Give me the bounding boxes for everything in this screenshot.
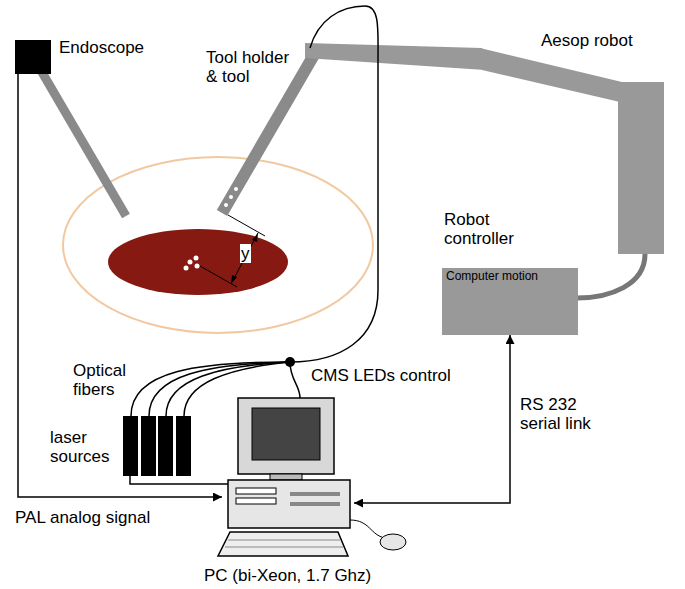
node-heading: Robot controller	[444, 210, 536, 248]
controller-box: Robot controllerComputer motion	[442, 268, 578, 335]
endoscope-rod	[36, 62, 126, 216]
robot-column	[618, 82, 664, 254]
signal-connector	[18, 74, 222, 497]
fiber-label: Optical fibers	[73, 361, 153, 399]
robot-cable	[577, 254, 645, 298]
dimension-label: y	[240, 244, 251, 263]
endoscope-camera: Endoscope	[15, 40, 51, 74]
tool-cable	[290, 6, 378, 362]
robot-label: Aesop robot	[541, 31, 681, 50]
dimension-y	[200, 215, 265, 287]
node-caption: PC (bi-Xeon, 1.7 Ghz)	[204, 566, 371, 585]
signal-label: PAL analog signal	[15, 508, 215, 527]
node-label: Endoscope	[59, 38, 179, 57]
laser-control-wire	[130, 476, 232, 484]
pc-node: PC (bi-Xeon, 1.7 Ghz)	[222, 396, 354, 558]
node-subtitle: Computer motion	[446, 270, 574, 283]
laser-spots	[184, 256, 200, 271]
tool-label: Tool holder & tool	[206, 48, 302, 86]
led-wire	[290, 362, 300, 398]
wire-label: CMS LEDs control	[311, 366, 471, 385]
pc-illustration	[218, 398, 406, 556]
robot-arm	[480, 48, 622, 102]
tool-leds	[224, 187, 238, 207]
laser-label: laser sources	[50, 428, 120, 466]
robot-arm	[305, 43, 485, 70]
signal-connector	[354, 335, 510, 503]
organ	[108, 229, 288, 295]
link-label: RS 232 serial link	[520, 395, 610, 433]
laser-sources	[123, 416, 191, 476]
